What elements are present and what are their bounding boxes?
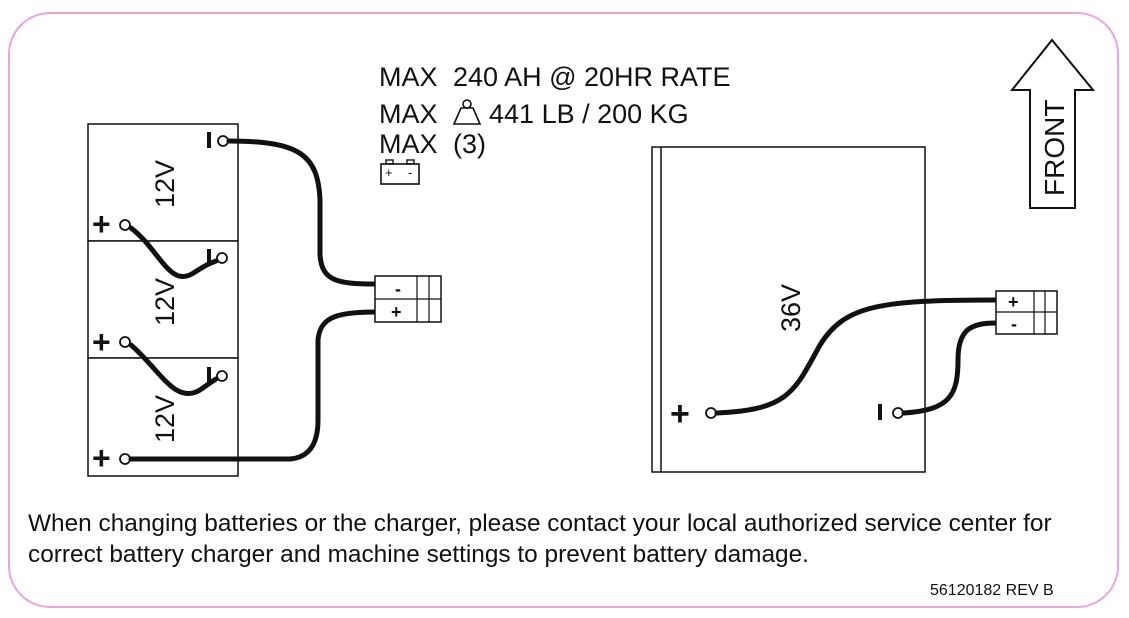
neg-mark-36v [878, 404, 882, 420]
battery-icon: + - [380, 159, 420, 185]
pos-mark-2: + [92, 324, 111, 360]
weight-icon [452, 99, 482, 125]
terminal-pos-1 [119, 219, 131, 231]
spec-weight: MAX 441 LB / 200 KG [364, 71, 689, 128]
pos-mark-3: + [92, 440, 111, 476]
pos-mark-1: + [92, 206, 111, 242]
label-border [8, 12, 1119, 608]
left-connector: - + [374, 275, 442, 323]
jumper-cable-1 [128, 225, 219, 279]
spec-weight-prefix: MAX [379, 99, 438, 129]
svg-text:+: + [385, 165, 393, 180]
battery-1-voltage: 12V [150, 160, 180, 208]
spec-count-prefix: MAX [379, 129, 438, 159]
spec-count-value: (3) [453, 129, 487, 159]
right-connector-bottom-sign: - [1011, 314, 1017, 334]
right-positive-lead [714, 297, 999, 416]
terminal-neg-2 [216, 252, 228, 264]
battery-3-voltage: 12V [150, 395, 180, 443]
left-connector-bottom-sign: + [391, 302, 402, 322]
battery-36v-voltage: 36V [776, 284, 806, 332]
battery-2-voltage: 12V [150, 278, 180, 326]
spec-count: MAX (3) + - [364, 104, 486, 187]
right-connector: + - [995, 290, 1058, 335]
left-negative-lead [226, 138, 378, 287]
left-connector-top-sign: - [395, 279, 401, 299]
neg-mark-3 [207, 367, 211, 383]
part-number: 56120182 REV B [930, 582, 1054, 599]
warning-note: When changing batteries or the charger, … [28, 510, 1052, 568]
battery-1-box [87, 123, 239, 242]
spec-weight-value: 441 LB / 200 KG [489, 99, 689, 129]
right-negative-lead [901, 320, 999, 416]
svg-text:-: - [408, 165, 412, 180]
front-arrow-icon: FRONT [1009, 38, 1096, 209]
jumper-cable-2 [128, 342, 219, 397]
front-arrow-label: FRONT [1039, 100, 1070, 196]
neg-mark-2 [207, 249, 211, 265]
left-battery-pack: 12V 12V 12V + + + - + [87, 123, 442, 477]
spec-capacity: MAX 240 AH @ 20HR RATE [364, 37, 731, 91]
right-connector-top-sign: + [1008, 292, 1019, 312]
neg-mark-1 [207, 132, 211, 148]
terminal-neg-3 [216, 370, 228, 382]
spec-capacity-value: 240 AH @ 20HR RATE [453, 62, 731, 92]
spec-capacity-prefix: MAX [379, 62, 438, 92]
terminal-pos-2 [119, 336, 131, 348]
pos-mark-36v: + [670, 395, 690, 433]
right-battery-pack: 36V + + - [651, 146, 1058, 473]
left-positive-lead [128, 309, 378, 462]
